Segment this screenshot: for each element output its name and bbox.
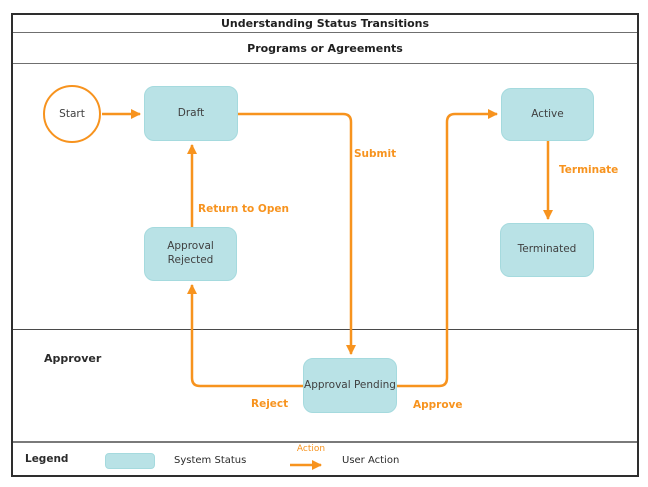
- node-terminated-label: Terminated: [517, 243, 577, 256]
- transition-label-approve: Approve: [413, 399, 463, 411]
- legend-action-label: Action: [296, 444, 326, 454]
- diagram-title-text: Understanding Status Transitions: [220, 17, 430, 30]
- transition-label-return-to-open: Return to Open: [198, 203, 289, 215]
- lane-label-approver: Approver: [44, 352, 102, 365]
- node-approval-rejected-label: Approval Rejected: [167, 240, 214, 266]
- node-draft-label: Draft: [177, 106, 205, 119]
- transition-label-reject: Reject: [251, 398, 289, 410]
- legend-user-action-label: User Action: [342, 455, 400, 466]
- node-approval-rejected: Approval Rejected: [144, 227, 237, 281]
- legend-title: Legend: [25, 453, 69, 465]
- node-active: Active: [501, 88, 594, 141]
- node-start-label: Start: [59, 108, 85, 120]
- lane-header-programs-text: Programs or Agreements: [247, 41, 403, 55]
- node-terminated: Terminated: [500, 223, 594, 277]
- legend-system-status-swatch: [105, 453, 155, 469]
- transition-label-terminate: Terminate: [559, 164, 619, 176]
- node-draft: Draft: [144, 86, 238, 141]
- legend-divider: [13, 441, 637, 443]
- lane-header-programs: Programs or Agreements: [13, 33, 637, 64]
- legend-user-action-arrow-icon: [290, 460, 322, 470]
- submit-arrow: [238, 112, 356, 355]
- node-approval-pending: Approval Pending: [303, 358, 397, 413]
- diagram-frame: Understanding Status Transitions Program…: [11, 13, 639, 477]
- node-active-label: Active: [531, 107, 564, 120]
- lane-divider: [13, 329, 637, 330]
- transition-label-submit: Submit: [354, 148, 397, 160]
- approve-arrow: [397, 109, 498, 388]
- legend-system-status-label: System Status: [174, 455, 247, 466]
- reject-arrow: [187, 284, 303, 388]
- node-start: Start: [43, 85, 101, 143]
- node-approval-pending-label: Approval Pending: [304, 378, 396, 391]
- diagram-title: Understanding Status Transitions: [13, 15, 637, 33]
